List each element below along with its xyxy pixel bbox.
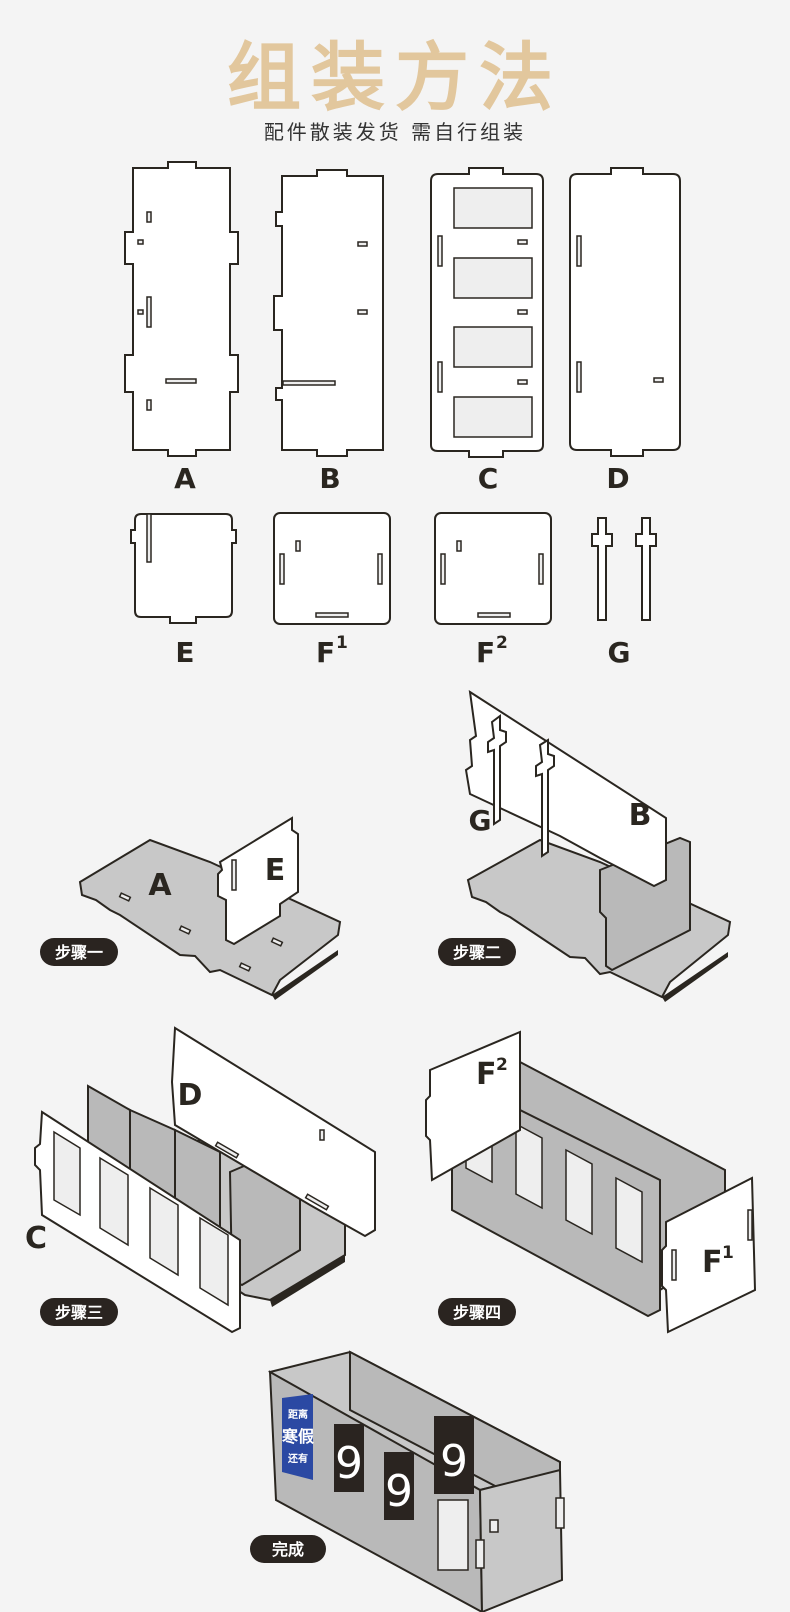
part-f2-outline xyxy=(434,512,552,625)
part-b-outline xyxy=(273,169,384,457)
part-g-outline xyxy=(591,517,657,621)
part-f2-label: F xyxy=(476,636,495,669)
step4-label-f2-superscript: 2 xyxy=(496,1055,508,1075)
poster-line1: 距离 xyxy=(288,1408,308,1421)
final-window-slot xyxy=(437,1499,469,1571)
step4-illustration xyxy=(425,1030,757,1334)
digit-1: 9 xyxy=(335,1438,363,1489)
page-subtitle: 配件散装发货 需自行组装 xyxy=(263,120,527,144)
final-poster xyxy=(282,1394,313,1480)
digit-card-3 xyxy=(434,1416,474,1494)
page-title: 组装方法 xyxy=(227,35,563,121)
part-f2-superscript: 2 xyxy=(496,633,508,653)
step3-badge-label: 步骤三 xyxy=(55,1303,103,1322)
digit-3: 9 xyxy=(440,1436,468,1487)
digit-card-2 xyxy=(384,1452,414,1520)
step1-label-a: A xyxy=(148,868,172,903)
step4-badge-label: 步骤四 xyxy=(453,1303,501,1322)
done-badge xyxy=(250,1535,326,1563)
part-d-label: D xyxy=(606,462,629,495)
part-c-outline xyxy=(430,167,544,458)
step2-label-g: G xyxy=(469,804,492,837)
step4-label-f1: F xyxy=(702,1245,723,1280)
step1-illustration xyxy=(78,816,342,1000)
part-a-outline xyxy=(124,161,239,457)
step4-label-f2: F xyxy=(476,1057,497,1092)
poster-line3: 还有 xyxy=(287,1452,308,1465)
step4-badge xyxy=(438,1298,516,1326)
step2-badge-label: 步骤二 xyxy=(453,943,501,962)
step3-label-d: D xyxy=(178,1078,203,1113)
part-g-label: G xyxy=(608,636,631,669)
step4-label-f1-superscript: 1 xyxy=(722,1243,734,1263)
step2-label-b: B xyxy=(629,798,652,833)
step3-illustration xyxy=(34,1026,376,1334)
step2-badge xyxy=(438,938,516,966)
part-f1-superscript: 1 xyxy=(336,633,348,653)
part-f1-label: F xyxy=(316,636,335,669)
final-assembly-illustration xyxy=(268,1350,565,1612)
poster-line2: 寒假 xyxy=(281,1427,315,1446)
part-e-label: E xyxy=(175,636,194,669)
part-c-label: C xyxy=(478,462,499,495)
step3-badge xyxy=(40,1298,118,1326)
done-badge-label: 完成 xyxy=(272,1540,304,1559)
part-f1-outline xyxy=(273,512,391,625)
step3-label-c: C xyxy=(25,1221,47,1256)
part-e-outline xyxy=(130,513,237,624)
part-b-label: B xyxy=(319,462,340,495)
step1-label-e: E xyxy=(265,853,286,888)
step1-badge-label: 步骤一 xyxy=(55,943,103,962)
part-d-outline xyxy=(569,167,681,457)
digit-2: 9 xyxy=(385,1466,413,1517)
step1-badge xyxy=(40,938,118,966)
part-a-label: A xyxy=(174,462,196,495)
step2-illustration xyxy=(464,689,732,1002)
digit-card-1 xyxy=(334,1424,364,1492)
